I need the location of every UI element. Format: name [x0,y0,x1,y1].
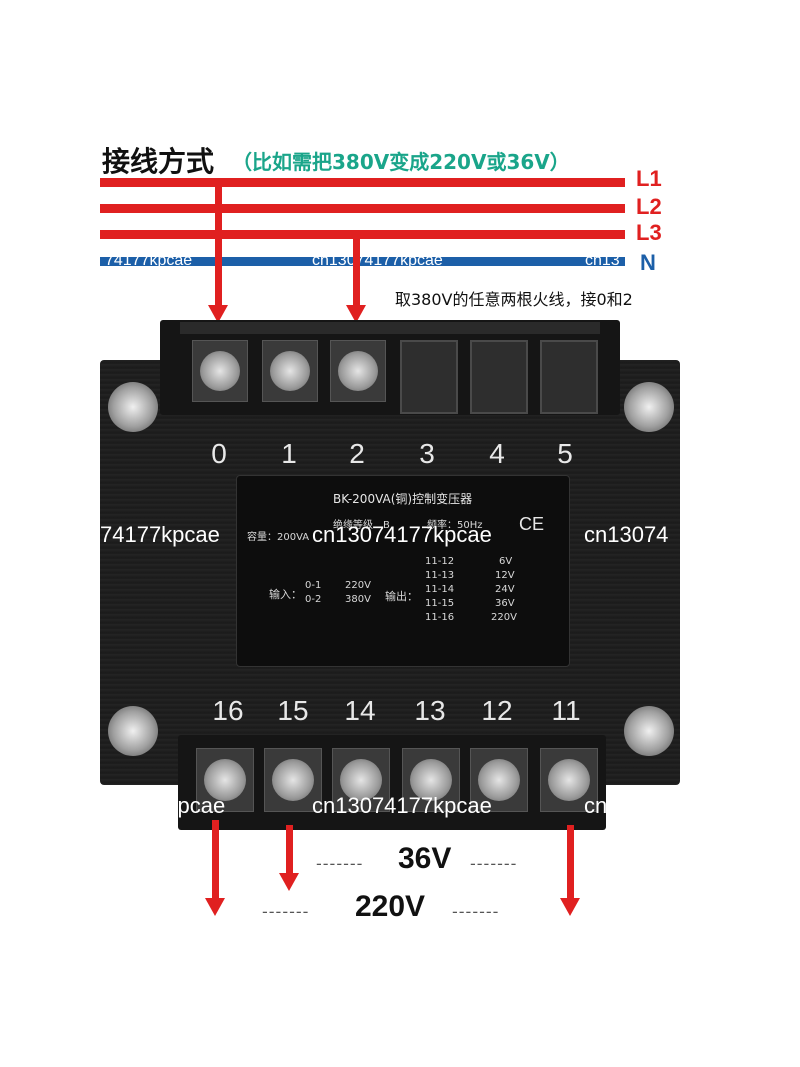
terminal-number: 11 [551,695,581,726]
wiring-instruction: 取380V的任意两根火线，接0和2 [395,290,633,309]
input-label: 输入： [269,588,302,601]
terminal-slot-3[interactable] [400,340,458,414]
terminal-number: 0 [211,438,227,469]
input-volt: 220V [345,580,371,591]
watermark: 74177kpcae [100,522,220,547]
terminal-number: 2 [349,438,365,469]
output-volt: 220V [491,612,517,623]
voltage-label-220v: 220V [355,890,426,923]
dash-line: ------- [262,902,310,921]
terminal-screw-1[interactable] [262,340,318,402]
line-label-l1: L1 [636,166,662,191]
line-label-l3: L3 [636,220,662,245]
dash-line: ------- [452,902,500,921]
insulation-class: 绝缘等级 B [333,520,390,531]
watermark: cn13074177kpcae [312,522,492,547]
terminal-number: 5 [557,438,573,469]
mounting-screw-icon [624,706,674,756]
mounting-screw-icon [108,382,158,432]
screw-icon [410,759,452,801]
watermark: 74177kpcae [105,252,193,269]
output-wire-16 [212,820,219,900]
top-terminal-rail [180,322,600,334]
watermark: 77kpcae [142,793,226,818]
drop-wire-terminal-0 [215,182,222,307]
output-volt: 12V [495,570,515,581]
output-term: 11-16 [425,612,455,623]
arrow-down-icon [346,305,366,323]
mounting-screw-icon [624,382,674,432]
capacity: 容量：200VA [247,532,310,543]
line-label-n: N [640,250,656,275]
terminal-slot-5[interactable] [540,340,598,414]
terminal-number: 14 [344,695,376,726]
ce-mark: CE [519,514,545,534]
input-term: 0-1 [305,580,322,591]
arrow-down-icon [560,898,580,916]
terminal-screw-15[interactable] [264,748,322,812]
terminal-number: 15 [277,695,309,726]
diagram-subtitle: （比如需把380V变成220V或36V） [232,150,570,174]
nameplate-title: BK-200VA(铜)控制变压器 [333,492,473,506]
screw-icon [200,351,240,391]
terminal-screw-0[interactable] [192,340,248,402]
wire-l2 [100,204,625,213]
screw-icon [272,759,314,801]
output-volt: 24V [495,584,515,595]
terminal-number: 13 [414,695,446,726]
output-term: 11-12 [425,556,455,567]
frequency: 频率：50Hz [427,520,483,531]
terminal-number: 12 [481,695,513,726]
arrow-down-icon [205,898,225,916]
watermark: cn130 [584,793,644,818]
output-label: 输出： [385,590,418,603]
screw-icon [270,351,310,391]
watermark: cn13 [585,252,620,269]
terminal-screw-2[interactable] [330,340,386,402]
input-term: 0-2 [305,594,322,605]
terminal-screw-13[interactable] [402,748,460,812]
dash-line: ------- [316,854,364,873]
terminal-number: 1 [281,438,297,469]
terminal-number: 3 [419,438,435,469]
output-term: 11-14 [425,584,455,595]
input-volt: 380V [345,594,371,605]
terminal-number: 16 [212,695,244,726]
dash-line: ------- [470,854,518,873]
output-term: 11-15 [425,598,455,609]
output-wire-15 [286,825,293,875]
wire-n [100,257,625,266]
arrow-down-icon [208,305,228,323]
output-volt: 6V [499,556,513,567]
diagram-title: 接线方式 [102,145,215,178]
terminal-screw-14[interactable] [332,748,390,812]
output-volt: 36V [495,598,515,609]
terminal-slot-4[interactable] [470,340,528,414]
wire-l3 [100,230,625,239]
screw-icon [548,759,590,801]
terminal-screw-16[interactable] [196,748,254,812]
drop-wire-terminal-2 [353,234,360,307]
watermark: cn13074 [584,522,669,547]
voltage-label-36v: 36V [398,842,452,875]
nameplate: BK-200VA(铜)控制变压器 CE 绝缘等级 B 频率：50Hz 容量：20… [236,475,570,667]
terminal-screw-11[interactable] [540,748,598,812]
screw-icon [478,759,520,801]
watermark: cn13074177kpcae [312,793,492,818]
mounting-screw-icon [108,706,158,756]
screw-icon [204,759,246,801]
screw-icon [340,759,382,801]
output-term: 11-13 [425,570,455,581]
line-label-l2: L2 [636,194,662,219]
wire-l1 [100,178,625,187]
terminal-screw-12[interactable] [470,748,528,812]
connector-wire [218,232,358,238]
terminal-number: 4 [489,438,505,469]
arrow-down-icon [279,873,299,891]
watermark: cn13074177kpcae [312,252,443,269]
screw-icon [338,351,378,391]
output-wire-11 [567,825,574,900]
